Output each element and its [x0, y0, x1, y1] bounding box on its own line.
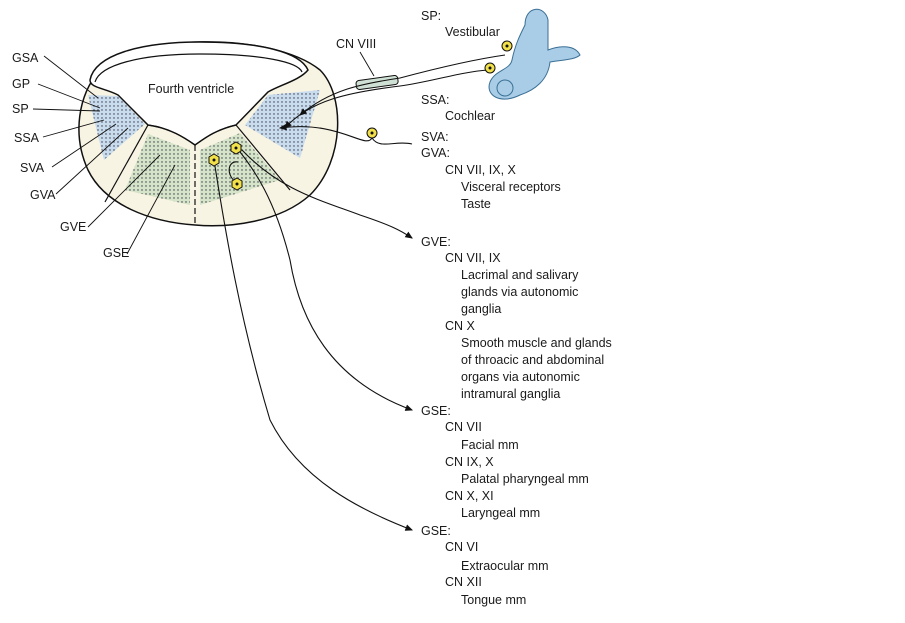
label-gve: GVE [60, 220, 86, 234]
cn-viii-label: CN VIII [336, 37, 376, 51]
functional-description-list: SP: Vestibular SSA: Cochlear SVA: GVA: C… [421, 9, 612, 607]
text-line: CN X [445, 319, 476, 333]
text-line: Extraocular mm [461, 559, 549, 573]
text-line: Taste [461, 197, 491, 211]
text-line: CN IX, X [445, 455, 494, 469]
label-ssa: SSA [14, 131, 40, 145]
text-line: glands via autonomic [461, 285, 578, 299]
text-line: Cochlear [445, 109, 495, 123]
text-line: ganglia [461, 302, 501, 316]
label-gsa: GSA [12, 51, 39, 65]
heading-gse-2: GSE: [421, 524, 451, 538]
text-line: Laryngeal mm [461, 506, 540, 520]
text-line: Facial mm [461, 438, 519, 452]
text-line: Tongue mm [461, 593, 526, 607]
text-line: Palatal pharyngeal mm [461, 472, 589, 486]
inner-ear-illustration [488, 8, 581, 100]
label-gse: GSE [103, 246, 129, 260]
text-line: CN VI [445, 540, 478, 554]
label-sva: SVA [20, 161, 45, 175]
text-line: CN VII, IX [445, 251, 501, 265]
text-line: organs via autonomic [461, 370, 580, 384]
fourth-ventricle-label: Fourth ventricle [148, 82, 234, 96]
text-line: CN VII [445, 420, 482, 434]
label-gva: GVA [30, 188, 56, 202]
text-line: Lacrimal and salivary [461, 268, 579, 282]
text-line: CN XII [445, 575, 482, 589]
heading-ssa: SSA: [421, 93, 450, 107]
label-sp: SP [12, 102, 29, 116]
heading-sp: SP: [421, 9, 441, 23]
label-gp: GP [12, 77, 30, 91]
heading-sva: SVA: [421, 130, 449, 144]
text-line: Visceral receptors [461, 180, 561, 194]
heading-gva: GVA: [421, 146, 450, 160]
text-line: intramural ganglia [461, 387, 560, 401]
heading-gve: GVE: [421, 235, 451, 249]
text-line: CN X, XI [445, 489, 494, 503]
text-line: of throacic and abdominal [461, 353, 604, 367]
text-line: CN VII, IX, X [445, 163, 517, 177]
cn-viii-nerve [355, 75, 399, 90]
text-line: Vestibular [445, 25, 500, 39]
heading-gse: GSE: [421, 404, 451, 418]
text-line: Smooth muscle and glands [461, 336, 612, 350]
